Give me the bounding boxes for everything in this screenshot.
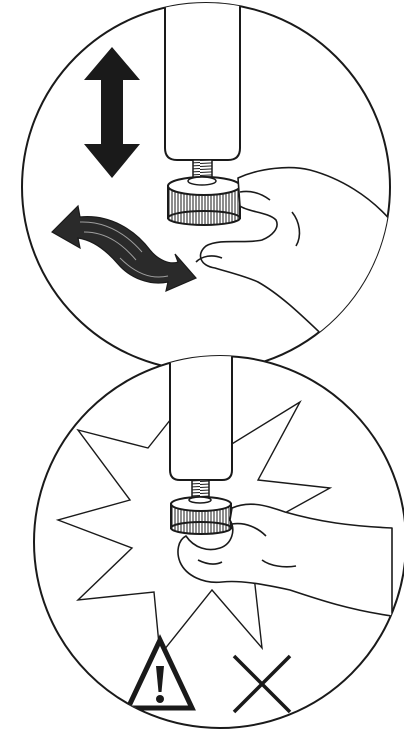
hand <box>177 503 393 617</box>
panel-incorrect-adjustment <box>33 355 404 729</box>
panel-correct-adjustment <box>21 2 391 372</box>
adjustable-foot <box>170 496 232 535</box>
curved-rotation-arrow-icon <box>51 204 197 293</box>
adjustable-foot <box>167 176 241 226</box>
vertical-double-arrow-icon <box>84 47 140 178</box>
table-leg <box>164 3 241 161</box>
cross-mark-icon <box>232 654 292 714</box>
table-leg <box>169 356 233 481</box>
warning-triangle-icon <box>124 634 196 711</box>
